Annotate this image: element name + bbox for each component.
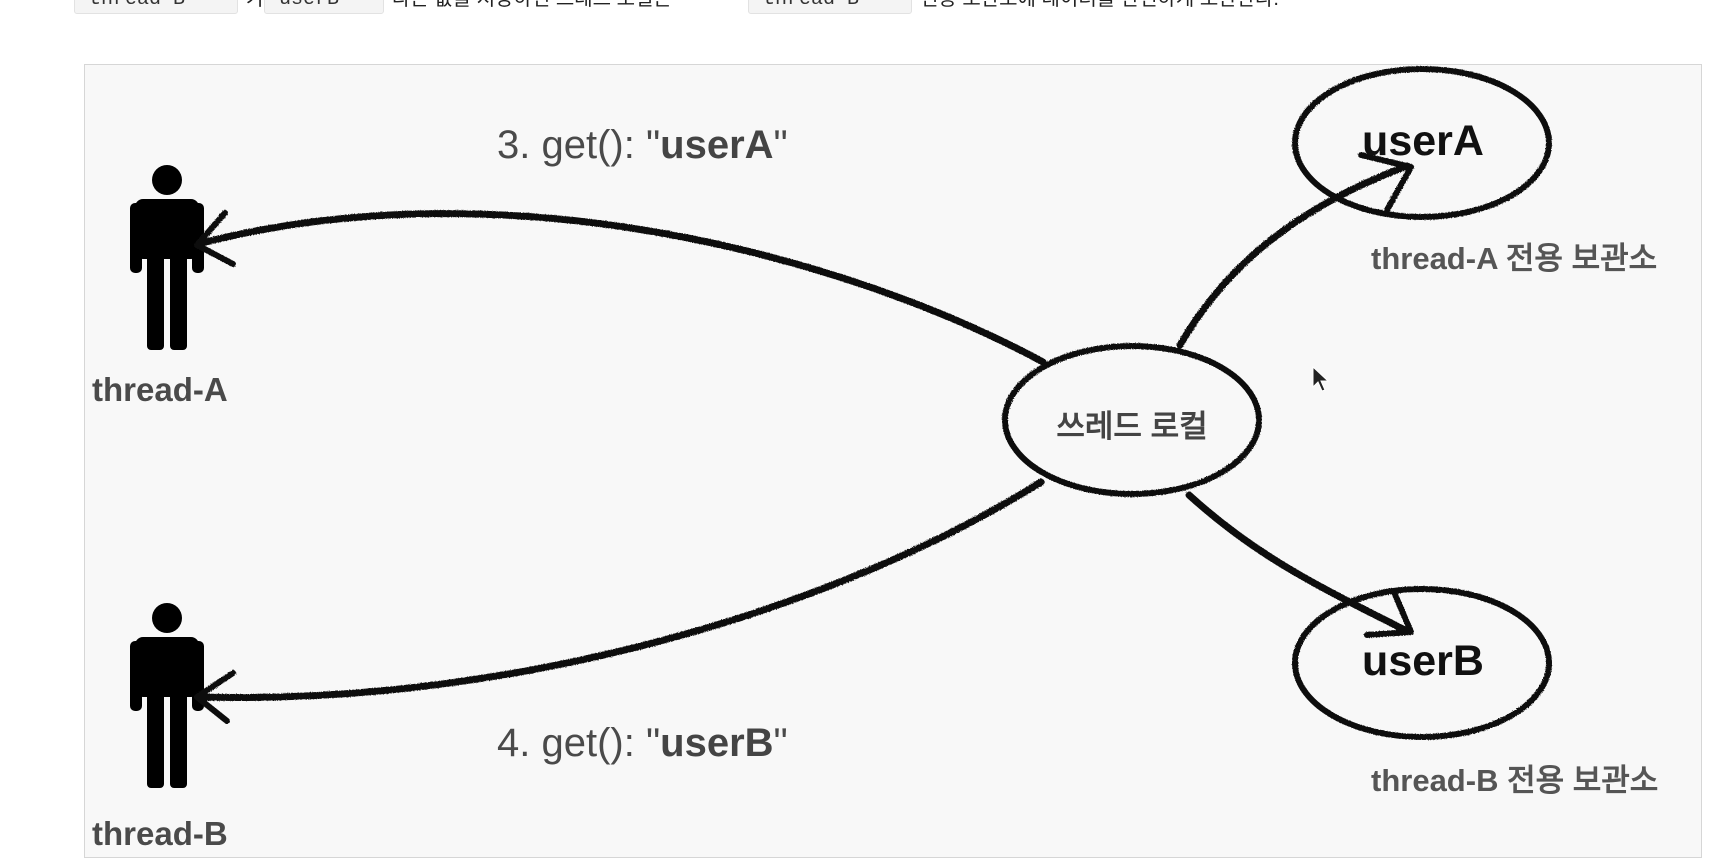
person-icon: [130, 165, 204, 350]
call-a-value: userA: [660, 123, 774, 167]
store-b-value: userB: [1362, 637, 1484, 685]
mouse-cursor-icon: [1312, 365, 1330, 392]
call-b-value: userB: [660, 721, 774, 765]
inline-code-userb: userB: [264, 0, 384, 14]
thread-a-label: thread-A: [92, 371, 228, 408]
diagram-canvas: [130, 66, 1552, 788]
bottom-edge: [0, 858, 1724, 864]
inline-code-thread-b-2: thread-B: [748, 0, 912, 14]
text-segment: 가: [246, 0, 264, 14]
store-b-caption: thread-B 전용 보관소: [1371, 763, 1659, 798]
document-text-line: thread-B 가 userB 라는 값을 저장하면 쓰레드 로컬은 thre…: [0, 0, 1724, 18]
text-segment: 라는 값을 저장하면 쓰레드 로컬은: [392, 0, 672, 14]
text-segment: 전용 보관소에 데이터를 안전하게 보관한다.: [920, 0, 1279, 14]
arrow-head-icon: [194, 670, 236, 724]
arrow-to-thread-b: [198, 478, 1045, 701]
thread-b-label: thread-B: [92, 815, 228, 852]
store-a-caption: thread-A 전용 보관소: [1371, 241, 1658, 276]
store-a-value: userA: [1362, 117, 1484, 165]
arrow-to-store-a: [1176, 162, 1411, 349]
arrow-head-icon: [1364, 589, 1414, 638]
thread-local-node: [1002, 343, 1262, 497]
arrow-head-icon: [1358, 152, 1414, 213]
store-a-node: [1292, 66, 1552, 220]
person-icon: [130, 603, 204, 788]
inline-code-thread-b: thread-B: [74, 0, 238, 14]
arrow-head-icon: [194, 210, 236, 267]
thread-local-label: 쓰레드 로컬: [1056, 409, 1208, 444]
arrow-to-thread-a: [198, 210, 1047, 366]
arrow-to-store-b: [1185, 491, 1411, 635]
thread-local-diagram: 쓰레드 로컬 userA userB thread-A 전용 보관소 threa…: [84, 64, 1702, 858]
call-b-label: 4. get(): "userB": [497, 721, 788, 765]
call-a-label: 3. get(): "userA": [497, 123, 788, 167]
store-b-node: [1292, 586, 1552, 740]
